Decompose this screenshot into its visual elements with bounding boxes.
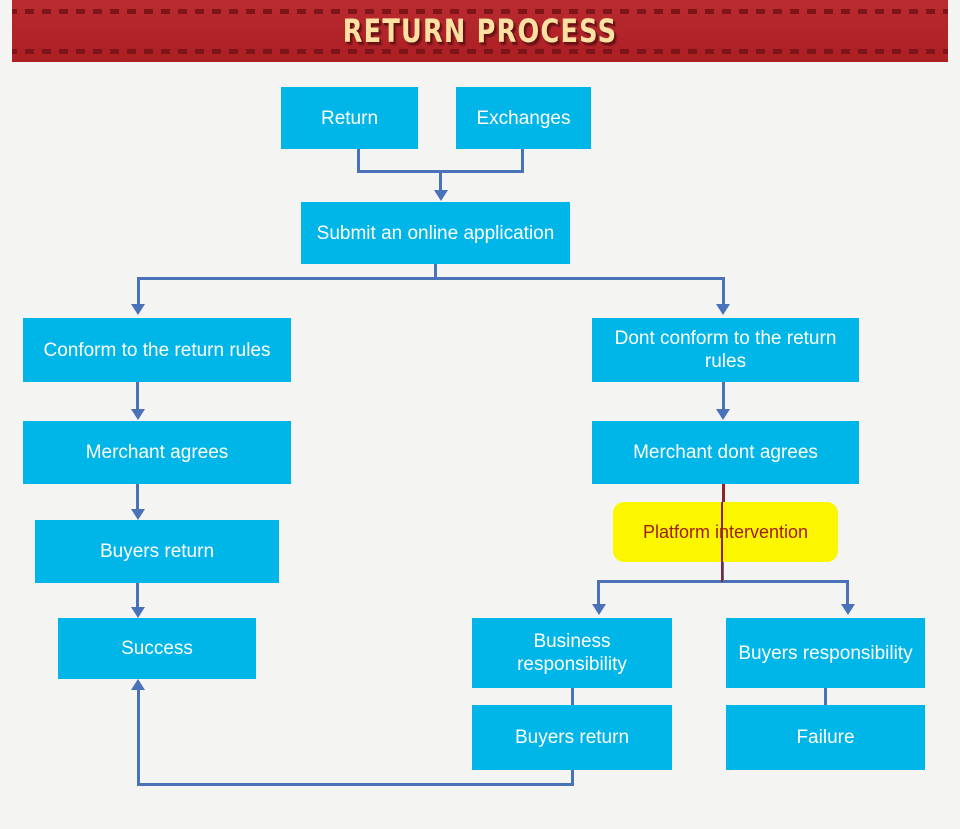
node-buyers-responsibility[interactable]: Buyers responsibility <box>726 618 925 688</box>
edge-platform-fork-right-drop <box>846 580 849 605</box>
banner-dash-bottom <box>8 49 952 54</box>
page-title: RETURN PROCESS <box>342 12 618 50</box>
edge-submit-stem <box>434 264 437 279</box>
edge-platform-fork-bar <box>597 580 849 583</box>
arrowhead-into-merchant-agrees <box>131 409 145 420</box>
edge-business-responsibility-down <box>571 688 574 705</box>
node-exchanges[interactable]: Exchanges <box>456 87 591 149</box>
edge-branch-bar <box>137 277 725 280</box>
node-buyers-return-right[interactable]: Buyers return <box>472 705 672 770</box>
edge-platform-fork-left-drop <box>597 580 600 605</box>
node-dont-conform-to-return-rules[interactable]: Dont conform to the return rules <box>592 318 859 382</box>
edge-loopback-bar <box>137 783 574 786</box>
edge-exchanges-down <box>521 149 524 173</box>
edge-buyers-return-left-down <box>136 583 139 610</box>
edge-return-down <box>357 149 360 173</box>
arrowhead-into-conform <box>131 304 145 315</box>
node-merchant-dont-agrees[interactable]: Merchant dont agrees <box>592 421 859 484</box>
edge-buyers-responsibility-down <box>824 688 827 705</box>
arrowhead-into-merchant-dont-agrees <box>716 409 730 420</box>
flowchart-canvas: Return Exchanges Submit an online applic… <box>0 62 960 829</box>
node-business-responsibility[interactable]: Business responsibility <box>472 618 672 688</box>
arrowhead-into-business-responsibility <box>592 604 606 615</box>
banner-edge-left <box>0 0 12 62</box>
edge-branch-right-drop <box>722 277 725 305</box>
arrowhead-loopback-into-success <box>131 679 145 690</box>
arrowhead-into-success <box>131 607 145 618</box>
edge-loopback-up <box>137 690 140 785</box>
edge-conform-down <box>136 382 139 410</box>
arrowhead-into-buyers-responsibility <box>841 604 855 615</box>
arrowhead-into-not-conform <box>716 304 730 315</box>
node-success[interactable]: Success <box>58 618 256 679</box>
node-platform-intervention[interactable]: Platform intervention <box>613 502 838 562</box>
edge-merge-stem <box>439 170 442 193</box>
edge-through-platform-intervention <box>721 502 723 582</box>
node-submit-application[interactable]: Submit an online application <box>301 202 570 264</box>
edge-merchant-agrees-down <box>136 484 139 512</box>
banner-edge-right <box>948 0 960 62</box>
edge-merchant-dont-agrees-down <box>722 484 725 504</box>
header-banner: RETURN PROCESS <box>0 0 960 62</box>
node-failure[interactable]: Failure <box>726 705 925 770</box>
arrowhead-into-submit <box>434 190 448 201</box>
node-buyers-return-left[interactable]: Buyers return <box>35 520 279 583</box>
node-return[interactable]: Return <box>281 87 418 149</box>
edge-loopback-down <box>571 770 574 786</box>
banner-dash-top <box>8 9 952 14</box>
arrowhead-into-buyers-return-left <box>131 509 145 520</box>
node-conform-to-return-rules[interactable]: Conform to the return rules <box>23 318 291 382</box>
edge-branch-left-drop <box>137 277 140 305</box>
node-merchant-agrees[interactable]: Merchant agrees <box>23 421 291 484</box>
edge-not-conform-down <box>722 382 725 410</box>
